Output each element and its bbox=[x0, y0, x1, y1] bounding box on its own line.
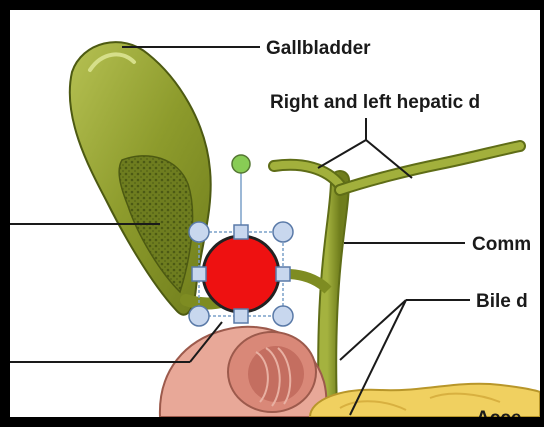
handle-top[interactable] bbox=[234, 225, 248, 239]
label-gallbladder: Gallbladder bbox=[266, 38, 371, 59]
handle-top-right[interactable] bbox=[273, 222, 293, 242]
handle-left[interactable] bbox=[192, 267, 206, 281]
handle-bottom[interactable] bbox=[234, 309, 248, 323]
handle-bottom-right[interactable] bbox=[273, 306, 293, 326]
label-bile: Bile d bbox=[476, 291, 528, 312]
red-circle[interactable] bbox=[203, 236, 279, 312]
handle-bottom-left[interactable] bbox=[189, 306, 209, 326]
gallbladder-shape bbox=[70, 42, 211, 315]
diagram: Gallbladder Right and left hepatic d Com… bbox=[10, 10, 540, 417]
slide-canvas[interactable]: Gallbladder Right and left hepatic d Com… bbox=[10, 10, 540, 417]
label-accessory: Acce bbox=[476, 408, 521, 417]
rotate-handle[interactable] bbox=[232, 155, 250, 173]
label-common: Comm bbox=[472, 234, 531, 255]
label-hepatic: Right and left hepatic d bbox=[270, 92, 480, 113]
duodenum bbox=[160, 327, 326, 417]
handle-top-left[interactable] bbox=[189, 222, 209, 242]
handle-right[interactable] bbox=[276, 267, 290, 281]
